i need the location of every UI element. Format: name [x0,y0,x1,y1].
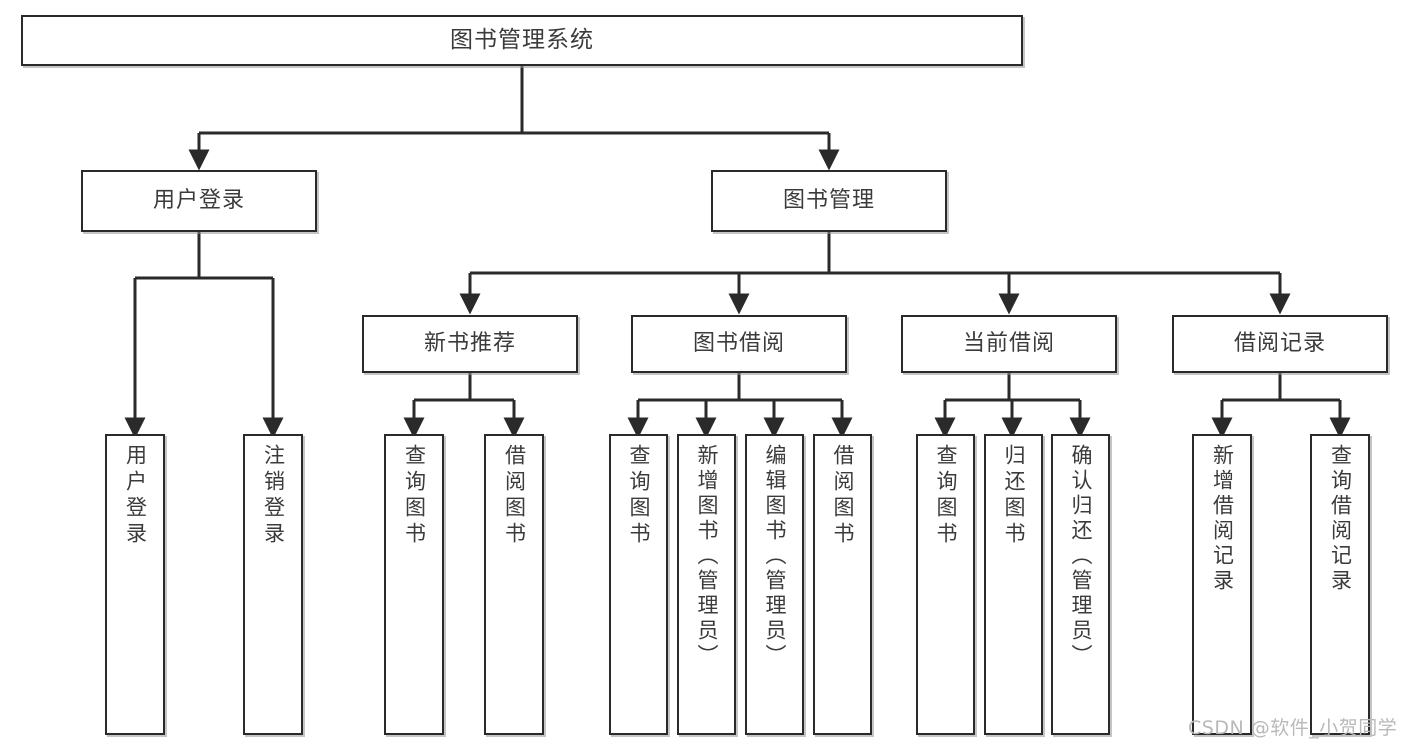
node-label: 新增借阅记录 [1210,444,1235,594]
leaf-confirm-return-admin[interactable]: 确认归还（管理员） [1051,434,1110,735]
node-label: 借阅记录 [1233,331,1326,357]
node-label: 查询图书 [934,444,958,548]
leaf-edit-book-admin[interactable]: 编辑图书（管理员） [745,434,804,735]
node-label: 用户登录 [123,444,148,548]
node-label: 用户登录 [152,188,245,214]
node-label: 查询图书 [627,444,651,548]
node-book-borrow[interactable]: 图书借阅 [631,315,847,373]
node-label: 查询借阅记录 [1328,444,1353,594]
node-label: 新书推荐 [423,331,516,357]
leaf-logout-login[interactable]: 注销登录 [243,434,303,735]
leaf-user-login[interactable]: 用户登录 [105,434,165,735]
node-label: 新增图书（管理员） [695,444,719,669]
node-label: 注销登录 [261,444,286,548]
node-label: 借阅图书 [502,444,527,548]
node-book-management[interactable]: 图书管理 [711,170,947,232]
node-label: 归还图书 [1002,444,1026,548]
node-label: 图书管理 [782,188,875,214]
leaf-add-book-admin[interactable]: 新增图书（管理员） [677,434,736,735]
node-label: 图书管理系统 [450,27,594,54]
node-label: 确认归还（管理员） [1069,444,1093,669]
leaf-add-borrow-record[interactable]: 新增借阅记录 [1192,434,1252,735]
node-label: 编辑图书（管理员） [763,444,787,669]
leaf-borrow-book-recommend[interactable]: 借阅图书 [484,434,544,735]
leaf-return-book[interactable]: 归还图书 [984,434,1043,735]
node-label: 借阅图书 [831,444,855,548]
leaf-query-book-current[interactable]: 查询图书 [916,434,975,735]
leaf-query-book-recommend[interactable]: 查询图书 [384,434,444,735]
leaf-query-book-borrow[interactable]: 查询图书 [609,434,668,735]
node-root-system[interactable]: 图书管理系统 [21,15,1023,66]
node-borrow-record[interactable]: 借阅记录 [1172,315,1388,373]
node-current-borrow[interactable]: 当前借阅 [901,315,1117,373]
leaf-borrow-book[interactable]: 借阅图书 [813,434,872,735]
node-label: 查询图书 [402,444,427,548]
leaf-query-borrow-record[interactable]: 查询借阅记录 [1310,434,1370,735]
node-label: 当前借阅 [962,331,1055,357]
node-new-book-recommend[interactable]: 新书推荐 [362,315,578,373]
node-user-login[interactable]: 用户登录 [81,170,317,232]
node-label: 图书借阅 [692,331,785,357]
csdn-watermark: CSDN @软件_小贺同学 [1188,717,1398,739]
